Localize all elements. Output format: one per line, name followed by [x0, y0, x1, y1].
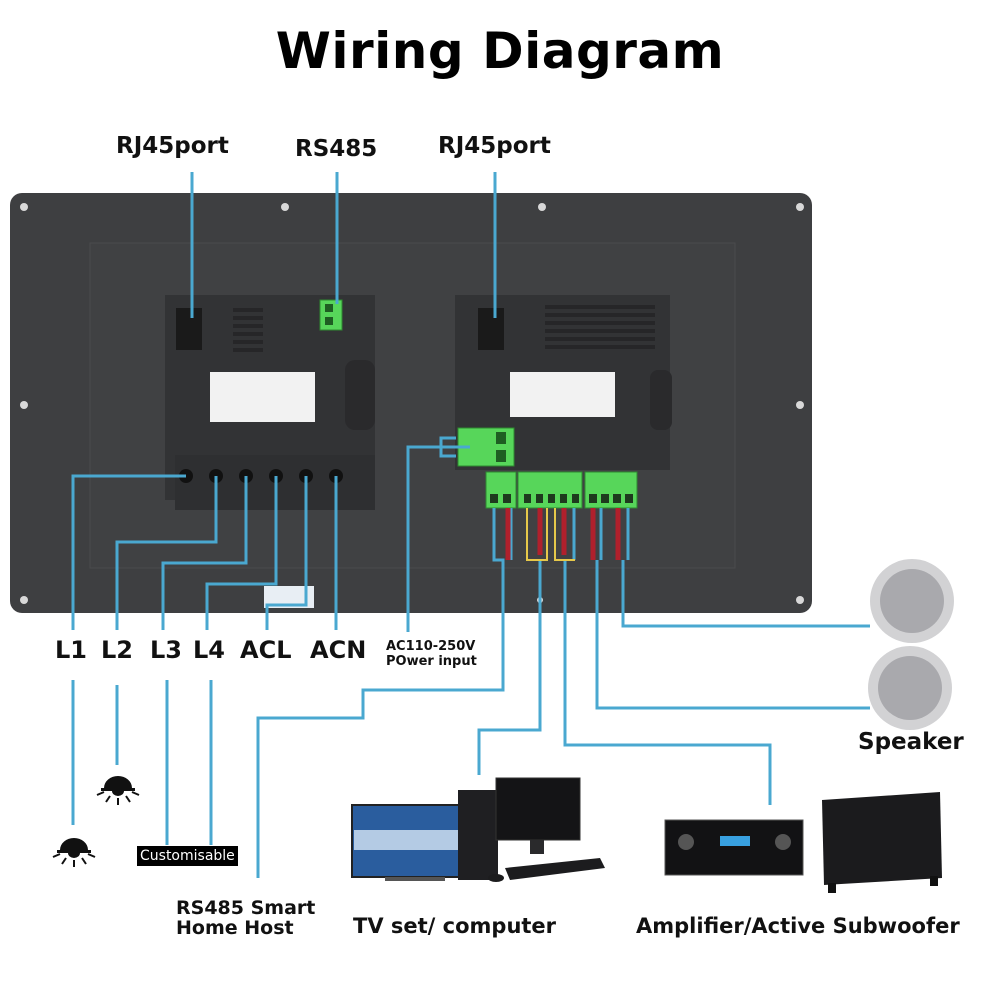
power-pin	[496, 450, 506, 462]
rs485-host-line2: Home Host	[176, 917, 294, 939]
rj45-right-label: RJ45port	[438, 133, 551, 159]
rj45-left-port	[176, 308, 202, 350]
small-sticker	[264, 586, 314, 608]
rs485-host-line1: RS485 Smart	[176, 897, 316, 919]
wire-power	[406, 436, 470, 632]
wires-blue	[71, 172, 870, 878]
wire-audio-risers	[492, 508, 630, 560]
right-vent	[545, 305, 655, 349]
power-pin	[496, 432, 506, 444]
screw	[281, 203, 289, 211]
screw	[20, 596, 28, 604]
speaker-label: Speaker	[858, 729, 964, 755]
wire-audio-5	[621, 560, 870, 628]
wire-l4	[205, 476, 278, 630]
lamp-icon	[52, 838, 96, 867]
wire-audio-4	[595, 560, 870, 710]
wire-acl	[265, 476, 308, 630]
screw	[20, 203, 28, 211]
amplifier-icon	[664, 819, 804, 876]
screw	[796, 203, 804, 211]
left-slot	[345, 360, 375, 430]
power-input-label: AC110-250V POwer input	[386, 639, 477, 669]
screw	[796, 401, 804, 409]
terminal-label-acn: ACN	[310, 636, 367, 664]
right-info-sticker	[510, 372, 615, 417]
wires-red	[505, 508, 621, 560]
amplifier-subwoofer-label: Amplifier/Active Subwoofer	[636, 914, 960, 938]
rs485-pin	[325, 304, 333, 312]
screw	[538, 203, 546, 211]
terminal-label-l2: L2	[101, 636, 133, 664]
panel-screws	[20, 203, 804, 604]
rs485-label: RS485	[295, 136, 378, 162]
terminal-label-acl: ACL	[240, 636, 292, 664]
speaker-icon	[870, 559, 954, 643]
customisable-label: Customisable	[137, 846, 238, 866]
terminal-pins	[490, 494, 633, 503]
wires-yellow	[526, 508, 575, 561]
screw	[20, 401, 28, 409]
wire-audio-2	[477, 560, 542, 775]
left-info-sticker	[210, 372, 315, 422]
diagram-title: Wiring Diagram	[275, 22, 725, 80]
terminal-label-l3: L3	[150, 636, 182, 664]
speaker-icon	[868, 646, 952, 730]
power-input-line2: POwer input	[386, 654, 477, 669]
right-slot	[650, 370, 672, 430]
wire-audio-3	[563, 560, 772, 805]
terminal-label-l4: L4	[193, 636, 225, 664]
tv-computer-label: TV set/ computer	[353, 914, 557, 938]
rj45-right-port	[478, 308, 504, 350]
screw	[796, 596, 804, 604]
computer-icon	[458, 777, 605, 882]
left-vent	[233, 308, 263, 352]
wire-l2	[115, 476, 218, 630]
rs485-pin	[325, 317, 333, 325]
tv-icon	[351, 804, 473, 881]
wire-l1	[71, 474, 186, 630]
rj45-left-label: RJ45port	[116, 133, 229, 159]
wire-l3	[161, 476, 248, 630]
power-input-line1: AC110-250V	[386, 639, 476, 654]
terminal-label-l1: L1	[55, 636, 87, 664]
subwoofer-icon	[822, 792, 942, 893]
lamp-icon	[96, 776, 140, 805]
rs485-host-label: RS485 Smart Home Host	[176, 898, 315, 938]
